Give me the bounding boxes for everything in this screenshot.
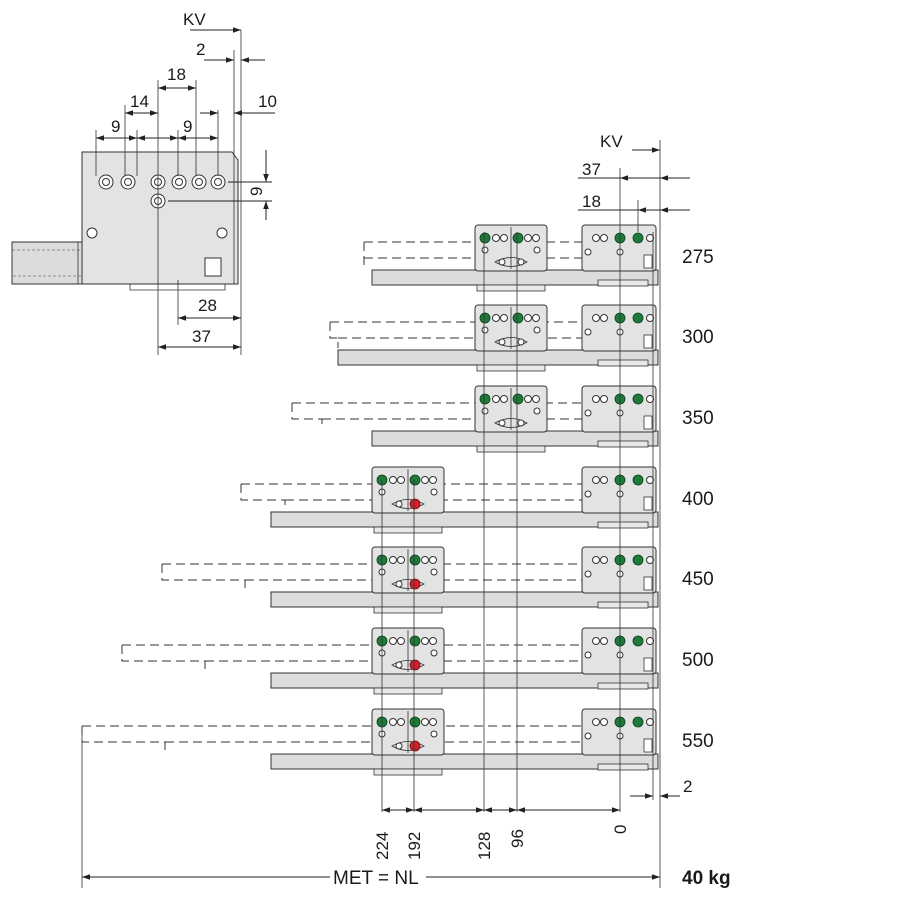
pos-label-224: 224 bbox=[373, 832, 392, 860]
detail-dim-2: 2 bbox=[196, 40, 205, 59]
red-marker bbox=[409, 740, 421, 752]
slide-row: 500 bbox=[121, 627, 714, 695]
slide-row: 300 bbox=[329, 304, 714, 372]
pos-label-128: 128 bbox=[475, 832, 494, 860]
detail-dim-9-mid: 9 bbox=[183, 117, 192, 136]
load-capacity-label: 40 kg bbox=[682, 868, 731, 889]
slide-length-label: 350 bbox=[682, 408, 714, 429]
pos-label-96: 96 bbox=[508, 829, 527, 848]
detail-dim-18: 18 bbox=[167, 65, 186, 84]
red-marker bbox=[409, 659, 421, 671]
position-labels: 224 192 128 96 0 bbox=[373, 825, 630, 860]
detail-dim-9-side: 9 bbox=[247, 187, 266, 196]
slide-rail bbox=[270, 591, 659, 608]
detail-dim-14: 14 bbox=[130, 92, 149, 111]
detail-kv-label: KV bbox=[183, 10, 206, 29]
green-marker bbox=[632, 312, 644, 324]
green-marker bbox=[409, 474, 421, 486]
slide-length-label: 275 bbox=[682, 247, 714, 268]
slide-length-label: 550 bbox=[682, 731, 714, 752]
green-marker bbox=[632, 716, 644, 728]
detail-dim-10: 10 bbox=[258, 92, 277, 111]
green-marker bbox=[409, 716, 421, 728]
red-marker bbox=[409, 578, 421, 590]
slide-rail bbox=[270, 511, 659, 528]
red-marker bbox=[409, 498, 421, 510]
main-dim-18: 18 bbox=[582, 192, 601, 211]
slide-row: 275 bbox=[363, 224, 714, 292]
detail-dim-37: 37 bbox=[192, 327, 211, 346]
green-marker bbox=[409, 635, 421, 647]
green-marker bbox=[512, 312, 524, 324]
green-marker bbox=[409, 554, 421, 566]
drawer-outline-lower bbox=[161, 564, 246, 590]
slide-rows: 275 300 350 400 450 500 550 bbox=[81, 224, 714, 776]
green-marker bbox=[632, 474, 644, 486]
detail-dim-9-left: 9 bbox=[111, 117, 120, 136]
main-kv-label: KV bbox=[600, 132, 623, 151]
slide-rail bbox=[270, 753, 659, 770]
green-marker bbox=[479, 312, 491, 324]
green-marker bbox=[479, 393, 491, 405]
slide-length-label: 300 bbox=[682, 327, 714, 348]
green-marker bbox=[512, 393, 524, 405]
position-reference-lines bbox=[81, 140, 661, 888]
detail-dim-28: 28 bbox=[198, 296, 217, 315]
green-marker bbox=[479, 232, 491, 244]
pos-label-192: 192 bbox=[405, 832, 424, 860]
pos-label-0: 0 bbox=[611, 825, 630, 834]
drawer-outline-lower bbox=[81, 726, 166, 752]
green-marker bbox=[632, 393, 644, 405]
main-top-dimensions bbox=[578, 147, 690, 799]
green-marker bbox=[632, 554, 644, 566]
slide-row: 450 bbox=[161, 546, 714, 614]
main-dim-2: 2 bbox=[683, 777, 692, 796]
slide-rail bbox=[270, 672, 659, 689]
slide-length-label: 400 bbox=[682, 489, 714, 510]
drawer-outline-lower bbox=[121, 645, 206, 671]
slide-length-label: 450 bbox=[682, 569, 714, 590]
drawer-outline-lower bbox=[291, 403, 323, 429]
drawer-outline-lower bbox=[240, 484, 286, 510]
drawer-outline-lower bbox=[329, 322, 339, 348]
main-dim-37: 37 bbox=[582, 160, 601, 179]
slide-row: 550 bbox=[81, 708, 714, 776]
green-marker bbox=[632, 232, 644, 244]
slide-row: 400 bbox=[240, 466, 714, 534]
met-nl-label: MET = NL bbox=[333, 868, 419, 889]
slide-length-label: 500 bbox=[682, 650, 714, 671]
green-marker bbox=[632, 635, 644, 647]
slide-row: 350 bbox=[291, 385, 714, 453]
green-marker bbox=[512, 232, 524, 244]
detail-view: KV 2 18 14 10 9 9 9 28 37 bbox=[11, 10, 277, 355]
